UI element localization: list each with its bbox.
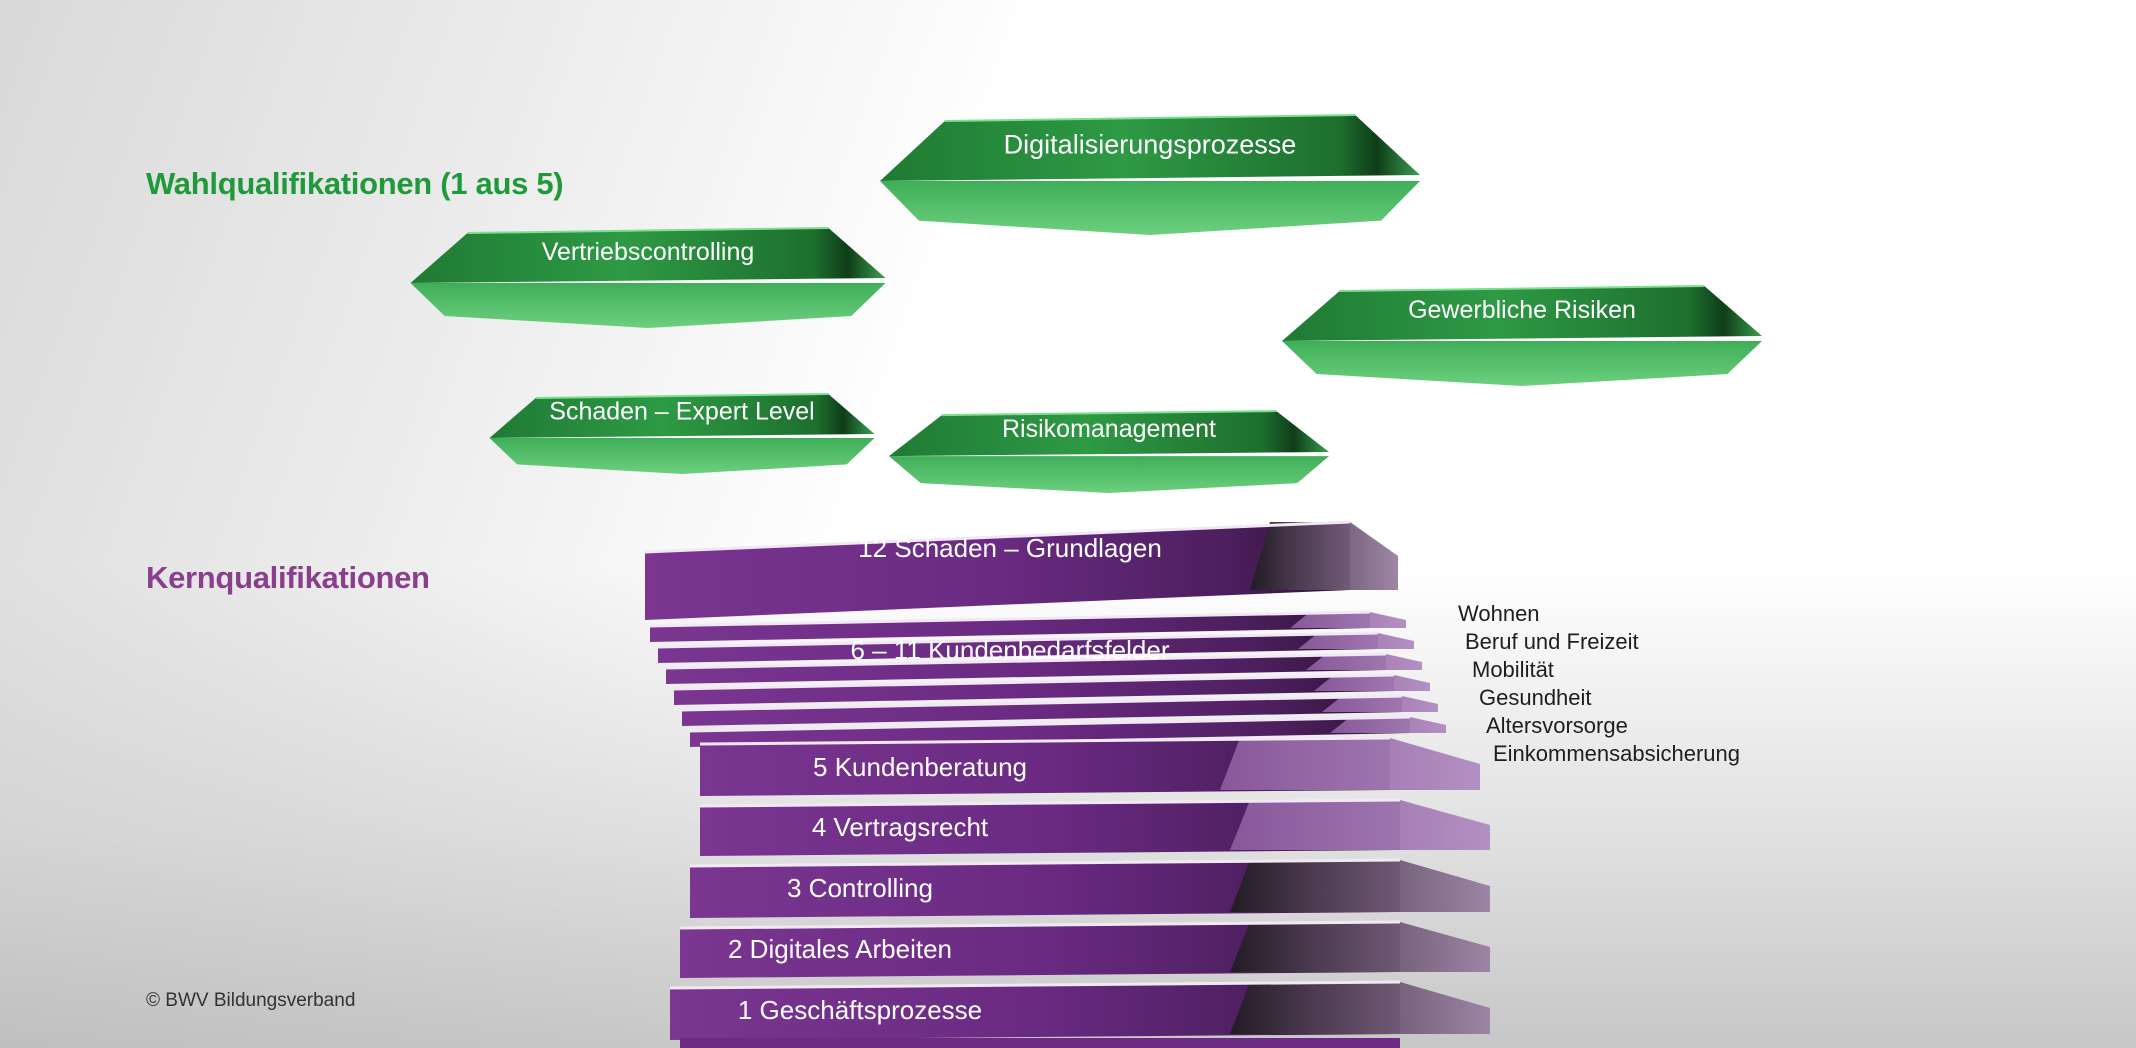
core-slab <box>699 736 1480 796</box>
slab-risikomanagement: Risikomanagement <box>889 410 1329 493</box>
core-slab <box>681 694 1438 726</box>
core-slab-front <box>690 860 1400 918</box>
elective-heading: Wahlqualifikationen (1 aus 5) <box>146 166 564 201</box>
core-slab-front <box>690 717 1410 747</box>
core-slab-side <box>1230 922 1490 972</box>
core-slab <box>689 858 1490 918</box>
core-module-label: 12 Schaden – Grundlagen <box>858 533 1162 563</box>
elective-module-label: Vertriebscontrolling <box>542 238 755 266</box>
core-slab-side <box>1230 860 1490 912</box>
core-slab-edge <box>679 920 1401 930</box>
core-module-label: 3 Controlling <box>787 873 933 903</box>
slab-highlight-edge <box>1339 285 1705 292</box>
slab-bottom-face <box>1282 341 1762 386</box>
core-module-label: 5 Kundenberatung <box>813 752 1027 782</box>
core-slab-edge <box>673 673 1395 691</box>
core-slab-edge <box>689 715 1411 733</box>
core-slab-edge <box>681 694 1403 712</box>
core-slab-side <box>1322 696 1438 712</box>
elective-module-label: Schaden – Expert Level <box>549 398 814 426</box>
core-slab-front <box>645 522 1350 620</box>
core-slab <box>669 980 1490 1040</box>
slab-vertriebscontrolling: Vertriebscontrolling <box>410 227 886 328</box>
core-module-label: 1 Geschäftsprozesse <box>738 995 982 1025</box>
core-slab-edge <box>665 652 1387 670</box>
core-slab-edge <box>657 631 1379 649</box>
copyright-notice: © BWV Bildungsverband <box>146 990 356 1011</box>
core-slab-side <box>1306 654 1422 670</box>
core-slab-side <box>1298 633 1414 649</box>
slab-bottom-face <box>489 438 875 474</box>
core-slab <box>679 920 1490 978</box>
core-slab-front <box>682 696 1402 726</box>
slab-highlight-edge <box>467 227 829 234</box>
core-slab <box>689 715 1446 747</box>
elective-module-label: Gewerbliche Risiken <box>1408 296 1636 324</box>
core-slab-side <box>1330 717 1446 733</box>
needs-field-item: Altersvorsorge <box>1486 713 1628 738</box>
slab-gewerbliche-risiken: Gewerbliche Risiken <box>1282 285 1762 386</box>
core-slab-side <box>1250 522 1398 590</box>
core-slab-front <box>666 654 1386 684</box>
elective-module-label: Risikomanagement <box>1002 415 1216 443</box>
slab-top-face <box>880 115 1420 181</box>
core-slab-edge <box>669 980 1401 990</box>
core-slab-front <box>658 633 1378 663</box>
core-slab-front <box>650 612 1370 642</box>
core-slab-side <box>1230 982 1490 1034</box>
needs-field-item: Gesundheit <box>1479 685 1592 710</box>
needs-field-item: Mobilität <box>1472 657 1554 682</box>
core-slab-side <box>1290 612 1406 628</box>
needs-field-item: Beruf und Freizeit <box>1465 629 1639 654</box>
core-slab-edge <box>644 520 1351 554</box>
core-slab-front <box>700 800 1400 856</box>
core-module-label: 2 Digitales Arbeiten <box>728 934 952 964</box>
slab-schaden-expert-level: Schaden – Expert Level <box>489 393 875 474</box>
core-slab-partial <box>680 1038 1400 1048</box>
slab-top-face <box>410 228 886 283</box>
slab-top-face <box>889 411 1329 457</box>
core-slab-side <box>1314 675 1430 691</box>
needs-field-item: Wohnen <box>1458 601 1540 626</box>
core-slab <box>657 631 1414 663</box>
slab-digitalisierungsprozesse: Digitalisierungsprozesse <box>880 114 1420 235</box>
core-slab-side <box>1220 738 1480 790</box>
core-slab-front <box>674 675 1394 705</box>
core-slab-front <box>680 922 1400 978</box>
core-slab-edge <box>699 736 1391 746</box>
core-slab-side <box>1230 800 1490 850</box>
core-slab-front <box>670 982 1400 1040</box>
core-module-label: 6 – 11 Kundenbedarfsfelder <box>851 635 1170 665</box>
slab-bottom-face <box>880 181 1420 235</box>
slab-highlight-edge <box>944 114 1356 122</box>
slab-bottom-face <box>889 456 1329 493</box>
slab-top-face <box>1282 286 1762 341</box>
core-slab-edge <box>699 798 1401 808</box>
core-slab <box>665 652 1422 684</box>
core-module-label: 4 Vertragsrecht <box>812 812 989 842</box>
core-slab <box>673 673 1430 705</box>
elective-module-label: Digitalisierungsprozesse <box>1004 129 1297 159</box>
core-slab-front <box>700 738 1390 796</box>
slab-highlight-edge <box>941 410 1277 417</box>
core-slab <box>699 798 1490 856</box>
slab-top-face <box>489 394 875 438</box>
core-heading: Kernqualifikationen <box>146 560 430 595</box>
core-slab <box>649 610 1406 642</box>
slab-bottom-face <box>410 283 886 328</box>
core-slab <box>644 520 1398 620</box>
needs-field-item: Einkommensabsicherung <box>1493 741 1741 766</box>
core-slab-edge <box>649 610 1371 628</box>
slab-highlight-edge <box>535 393 829 399</box>
core-slab-edge <box>689 858 1401 868</box>
